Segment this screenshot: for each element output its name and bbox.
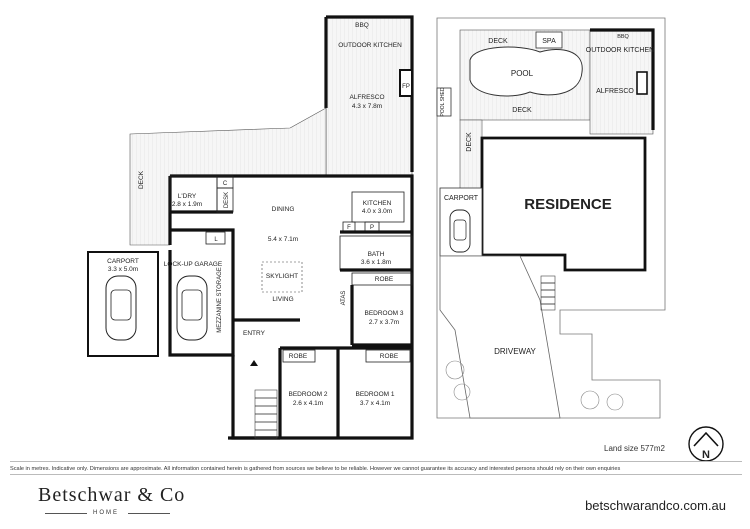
dining-label: DINING	[272, 206, 295, 213]
car-icon	[105, 275, 137, 341]
divider	[10, 461, 742, 462]
spa-label: SPA	[542, 38, 556, 45]
divider	[128, 513, 170, 514]
c-label: C	[223, 181, 228, 187]
site-plan: DECK SPA POOL DECK BBQ OUTDOOR KITCHEN A…	[436, 17, 724, 462]
bath-label: BATH	[368, 251, 385, 258]
north-arrow-icon: N	[688, 426, 724, 462]
kitchen-size-label: 4.0 x 3.0m	[362, 208, 392, 215]
f-label: F	[347, 225, 351, 231]
bedroom1-label: BEDROOM 1	[355, 391, 394, 398]
driveway-label: DRIVEWAY	[494, 347, 536, 356]
residence-label: RESIDENCE	[524, 196, 612, 213]
carport-label: CARPORT	[107, 258, 139, 265]
site-deck-side-label: DECK	[466, 132, 473, 152]
floor-plan: BBQ OUTDOOR KITCHEN FP ALFRESCO 4.3 x 7.…	[87, 15, 724, 462]
desk-label: DESK	[224, 192, 230, 208]
bbq-label: BBQ	[355, 22, 369, 29]
alfresco-label: ALFRESCO	[349, 94, 384, 101]
site-alfresco-label: ALFRESCO	[596, 88, 634, 95]
skylight	[261, 261, 303, 293]
north-label: N	[702, 449, 710, 461]
tree-icon	[445, 360, 624, 411]
fp-label: FP	[402, 84, 410, 90]
website-link[interactable]: betschwarandco.com.au	[585, 498, 726, 513]
divider	[45, 513, 87, 514]
car-icon	[176, 275, 208, 341]
skylight-label: SKYLIGHT	[266, 273, 298, 280]
site-bbq-label: BBQ	[617, 34, 629, 40]
bedroom3-label: BEDROOM 3	[364, 310, 403, 317]
main-house	[170, 176, 412, 438]
robe-label-bed3: ROBE	[375, 276, 394, 283]
bath-size-label: 3.6 x 1.8m	[361, 259, 391, 266]
l-label: L	[214, 237, 218, 243]
fireplace	[399, 69, 413, 97]
bedroom1-size-label: 3.7 x 4.1m	[360, 400, 390, 407]
entry-label: ENTRY	[243, 330, 266, 337]
robe-label-bed1: ROBE	[380, 353, 399, 360]
stairs	[540, 275, 556, 311]
outdoor-kitchen-label: OUTDOOR KITCHEN	[338, 42, 402, 49]
driveway	[439, 255, 561, 419]
laundry-size-label: 2.8 x 1.9m	[172, 201, 202, 208]
kitchen-label: KITCHEN	[363, 200, 392, 207]
pool	[469, 46, 583, 97]
living-label: LIVING	[272, 296, 293, 303]
entry-arrow-icon	[250, 360, 258, 366]
site-carport-label: CARPORT	[444, 195, 479, 202]
carport-area	[87, 251, 159, 357]
bedroom2-size-label: 2.6 x 4.1m	[293, 400, 323, 407]
laundry-label: L'DRY	[178, 193, 197, 200]
bedroom3-size-label: 2.7 x 3.7m	[369, 319, 399, 326]
p-label: P	[370, 225, 374, 231]
floor-plan-left: BBQ OUTDOOR KITCHEN FP ALFRESCO 4.3 x 7.…	[87, 15, 414, 440]
site-outdoor-kitchen-label: OUTDOOR KITCHEN	[586, 47, 654, 54]
deck-label: DECK	[138, 170, 145, 189]
disclaimer: Scale in metres. Indicative only. Dimens…	[10, 466, 621, 472]
pool-shed	[436, 87, 452, 117]
stairs	[254, 389, 278, 439]
atas-label: ATAS	[341, 291, 347, 306]
living-size-label: 5.4 x 7.1m	[268, 236, 298, 243]
spa	[535, 31, 563, 49]
divider	[10, 474, 742, 475]
pool-label: POOL	[511, 69, 534, 78]
site-deck-top-label: DECK	[488, 38, 508, 45]
alfresco-size-label: 4.3 x 7.8m	[352, 103, 382, 110]
mezzanine-storage-label: MEZZANINE STORAGE	[217, 267, 223, 333]
carport-size-label: 3.3 x 5.0m	[108, 266, 138, 273]
bedroom2-label: BEDROOM 2	[288, 391, 327, 398]
lockup-garage-label: LOCK-UP GARAGE	[164, 261, 223, 268]
car-icon	[449, 209, 471, 253]
brand-logo: Betschwar & Co	[38, 484, 186, 506]
site-deck-bottom-label: DECK	[512, 107, 532, 114]
land-size: Land size 577m2	[604, 444, 665, 453]
brand-tagline: HOME	[93, 510, 119, 516]
site-boundary	[436, 17, 666, 419]
pool-shed-label: POOL SHED	[440, 87, 446, 116]
site-carport	[439, 187, 483, 257]
robe-label-bed2: ROBE	[289, 353, 308, 360]
